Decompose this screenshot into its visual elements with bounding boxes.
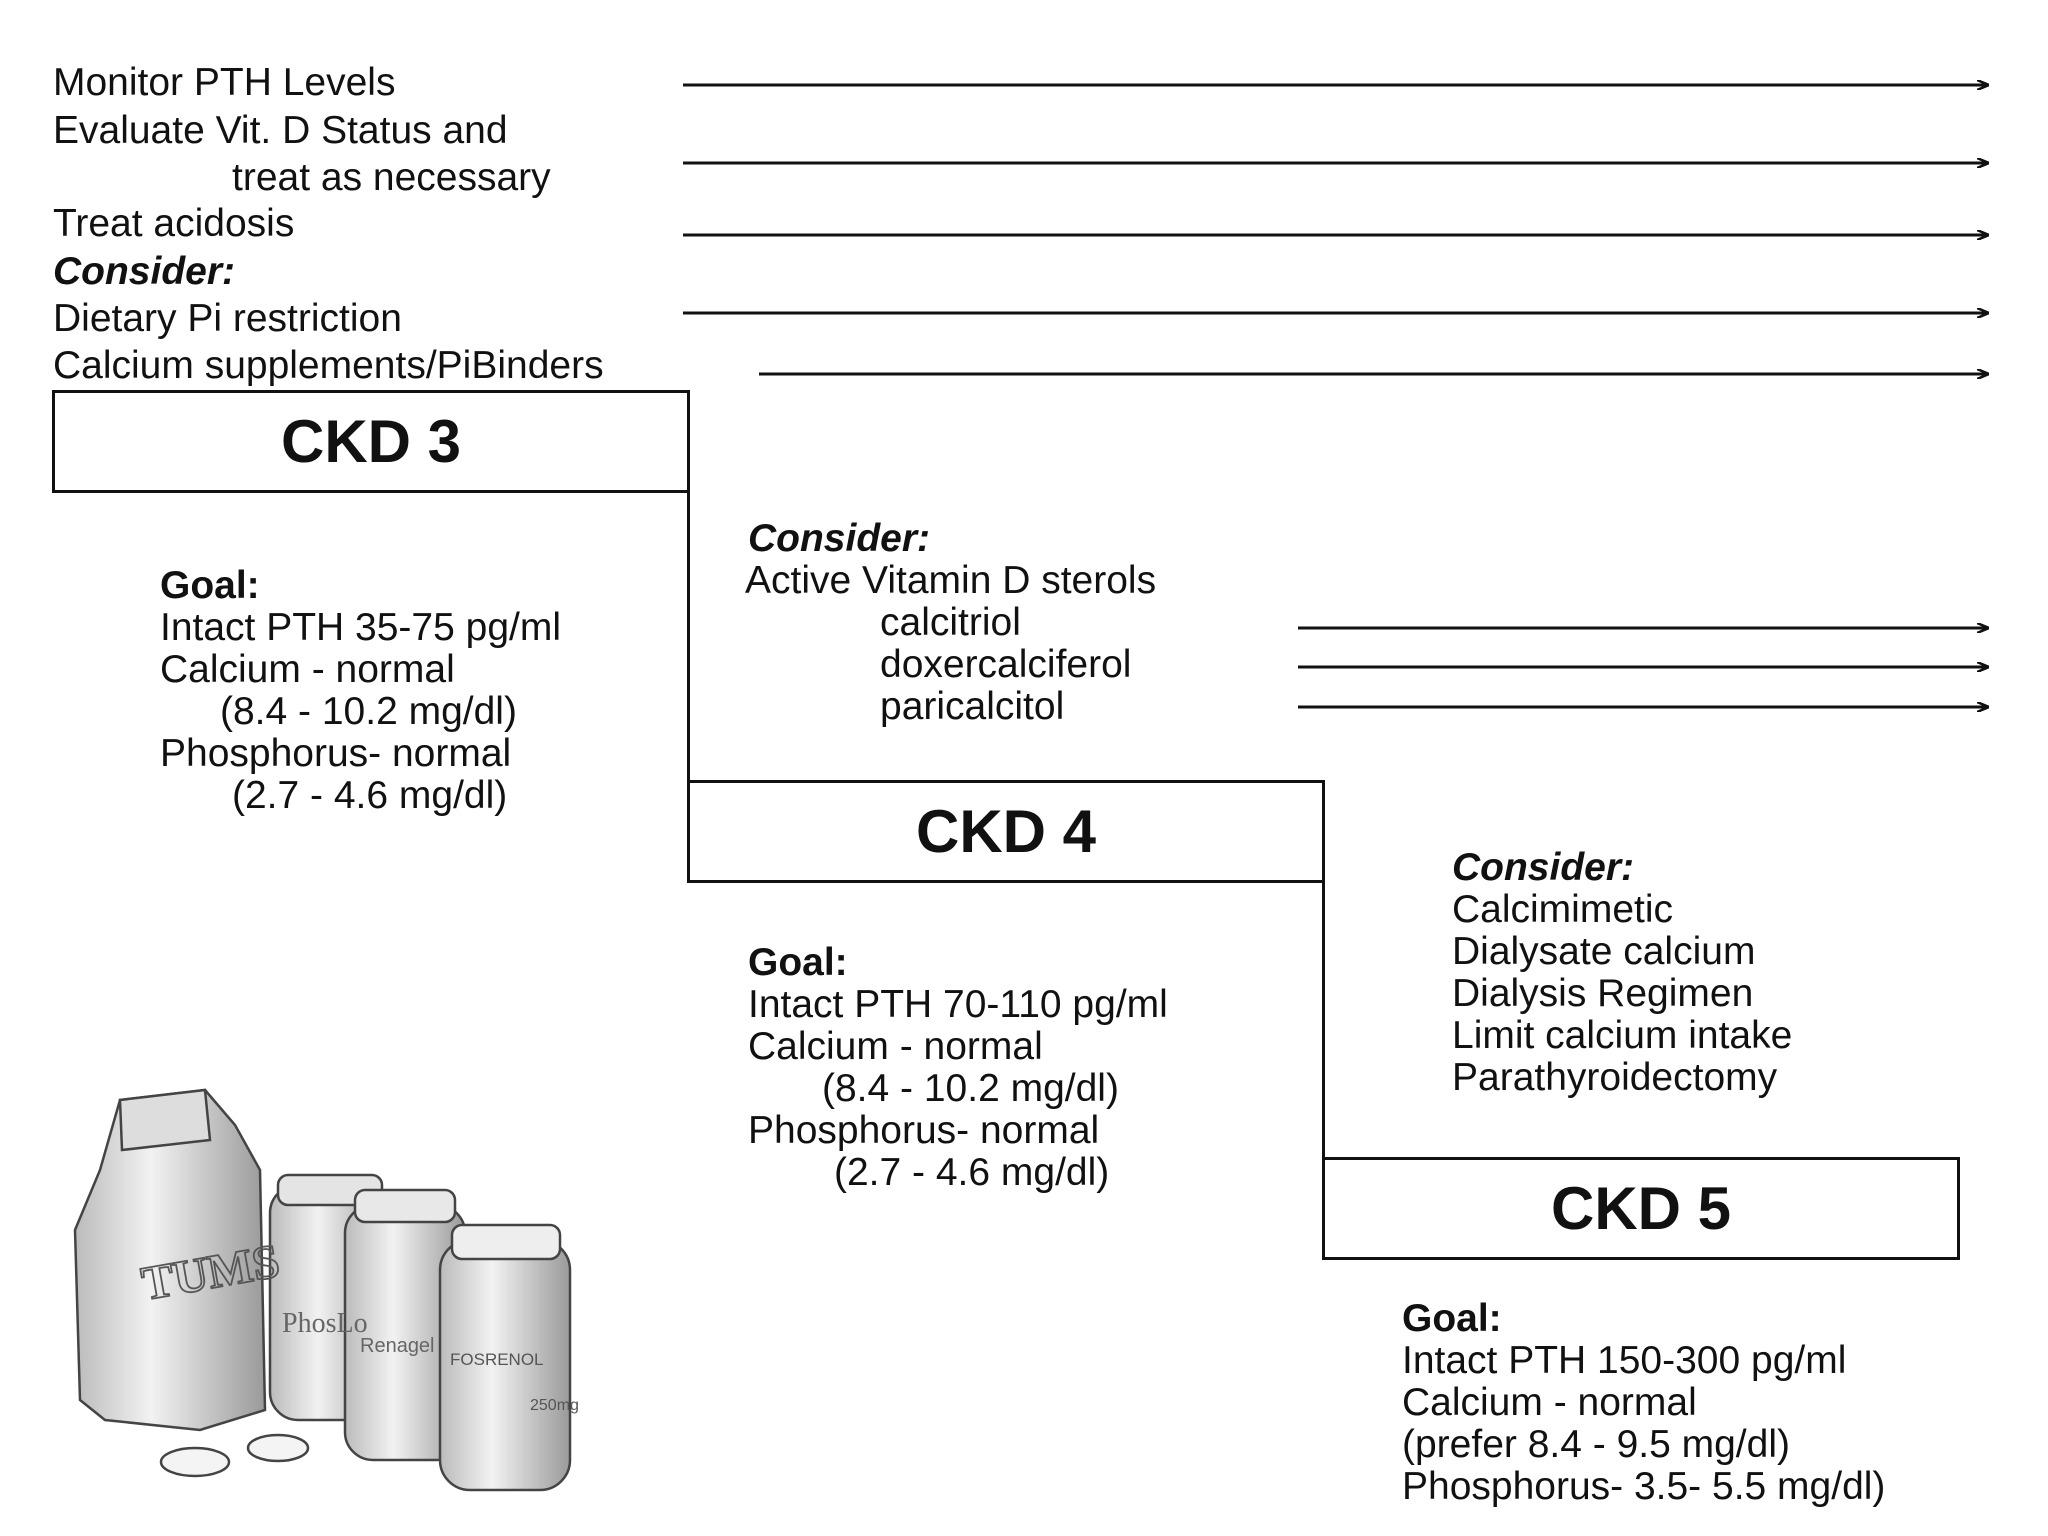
- monitor-pth-text: Monitor PTH Levels: [53, 62, 395, 104]
- pill-icon: [161, 1448, 229, 1476]
- pill-icon: [248, 1435, 308, 1461]
- ckd4-goal-label: Goal:: [748, 942, 848, 984]
- ckd5-consider-label: Consider:: [1452, 847, 1634, 889]
- ckd4-box: CKD 4: [687, 780, 1325, 883]
- ckd3-goal-line: Intact PTH 35-75 pg/ml: [160, 607, 561, 649]
- ckd3-box: CKD 3: [52, 390, 690, 493]
- ckd3-goal-line: (2.7 - 4.6 mg/dl): [232, 775, 507, 817]
- ckd4-goal-line: Intact PTH 70-110 pg/ml: [748, 984, 1168, 1026]
- ckd5-label: CKD 5: [1551, 1174, 1731, 1243]
- treat-acidosis-text: Treat acidosis: [53, 203, 294, 245]
- ckd4-label: CKD 4: [916, 797, 1096, 866]
- ckd3-goal-label: Goal:: [160, 565, 260, 607]
- calcium-supplements-text: Calcium supplements/PiBinders: [53, 345, 604, 387]
- dietary-pi-text: Dietary Pi restriction: [53, 298, 402, 340]
- ckd3-goal-line: (8.4 - 10.2 mg/dl): [220, 691, 517, 733]
- ckd5-consider-item: Calcimimetic: [1452, 889, 1673, 931]
- ckd5-consider-item: Parathyroidectomy: [1452, 1057, 1777, 1099]
- phoslo-label: PhosLo: [282, 1308, 368, 1339]
- ckd5-goal-line: (prefer 8.4 - 9.5 mg/dl): [1402, 1424, 1790, 1466]
- ckd4-goal-line: (2.7 - 4.6 mg/dl): [834, 1152, 1109, 1194]
- evaluate-vitd-text-2: treat as necessary: [232, 157, 551, 199]
- ckd3-goal-line: Calcium - normal: [160, 649, 455, 691]
- renagel-label: Renagel: [360, 1335, 435, 1357]
- fosrenol-label: FOSRENOL: [450, 1350, 544, 1369]
- evaluate-vitd-text-1: Evaluate Vit. D Status and: [53, 110, 508, 152]
- vitd-item-calcitriol: calcitriol: [880, 602, 1021, 644]
- vitd-item-doxercalciferol: doxercalciferol: [880, 644, 1131, 686]
- ckd5-goal-label: Goal:: [1402, 1298, 1502, 1340]
- ckd5-goal-line: Calcium - normal: [1402, 1382, 1697, 1424]
- ckd5-box: CKD 5: [1322, 1157, 1960, 1260]
- active-vitd-heading: Active Vitamin D sterols: [745, 560, 1156, 602]
- ckd5-consider-item: Dialysate calcium: [1452, 931, 1755, 973]
- ckd5-goal-line: Phosphorus- 3.5- 5.5 mg/dl): [1402, 1466, 1885, 1508]
- dose-label: 250mg: [530, 1397, 579, 1414]
- ckd5-consider-item: Dialysis Regimen: [1452, 973, 1753, 1015]
- vitd-item-paricalcitol: paricalcitol: [880, 686, 1064, 728]
- ckd5-goal-line: Intact PTH 150-300 pg/ml: [1402, 1340, 1846, 1382]
- ckd4-goal-line: Calcium - normal: [748, 1026, 1043, 1068]
- ckd3-goal-line: Phosphorus- normal: [160, 733, 511, 775]
- ckd5-consider-item: Limit calcium intake: [1452, 1015, 1792, 1057]
- ckd4-goal-line: Phosphorus- normal: [748, 1110, 1099, 1152]
- ckd4-consider-label: Consider:: [748, 518, 930, 560]
- ckd4-goal-line: (8.4 - 10.2 mg/dl): [822, 1068, 1119, 1110]
- medication-illustration: TUMS PhosLo Renagel FOSRENOL 250mg: [60, 1080, 630, 1510]
- ckd3-label: CKD 3: [281, 407, 461, 476]
- top-consider-label: Consider:: [53, 251, 235, 293]
